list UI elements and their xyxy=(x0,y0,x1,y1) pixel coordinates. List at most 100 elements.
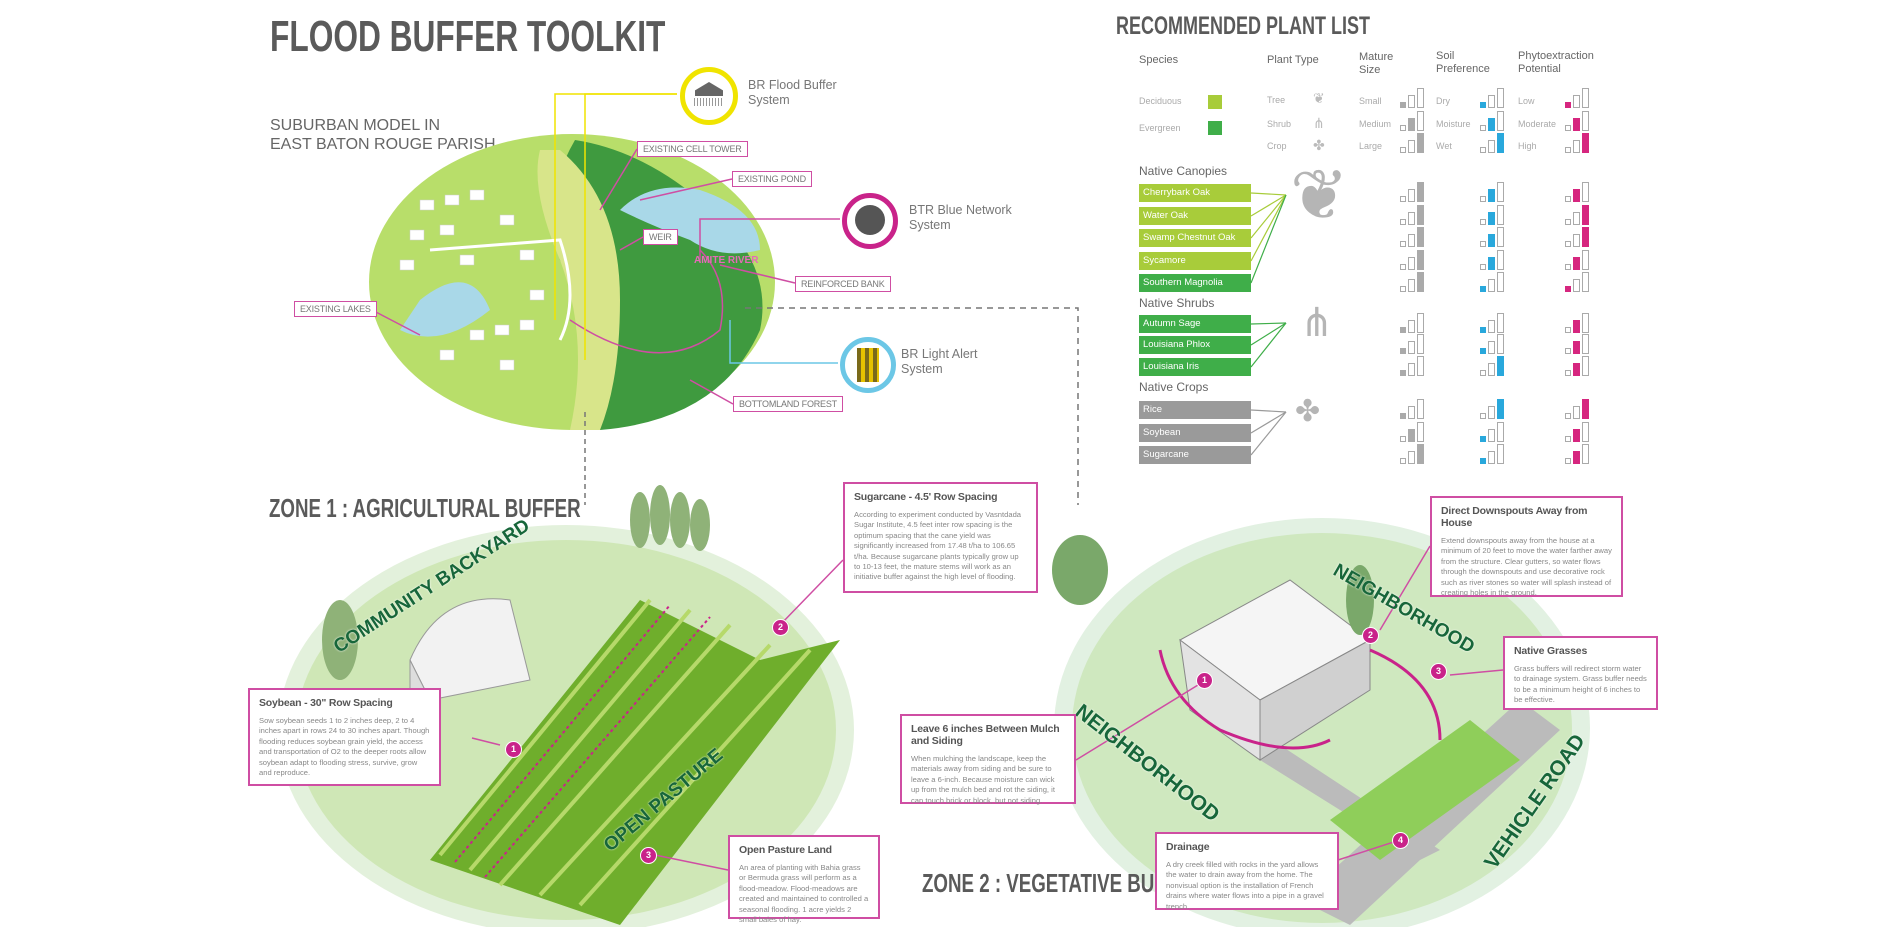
bar-level-2 xyxy=(1488,320,1495,333)
plant-item: Rice xyxy=(1139,401,1251,419)
bar-level-1 xyxy=(1480,219,1486,225)
bar-level-3 xyxy=(1582,399,1589,419)
bar-level-3 xyxy=(1582,227,1589,247)
legend-soil-moisture: Moisture xyxy=(1436,119,1471,129)
legend-size-small: Small xyxy=(1359,96,1382,106)
phytoextraction-bars xyxy=(1565,272,1589,292)
plant-item: Soybean xyxy=(1139,424,1251,442)
bar-level-2 xyxy=(1408,212,1415,225)
soil-preference-bars xyxy=(1480,356,1504,376)
marker-4: 4 xyxy=(1392,832,1409,849)
tag-bottomland-forest: BOTTOMLAND FOREST xyxy=(733,396,843,412)
legend-evergreen: Evergreen xyxy=(1139,123,1181,133)
bar-level-2 xyxy=(1408,279,1415,292)
marker-2: 2 xyxy=(772,619,789,636)
legend-deciduous: Deciduous xyxy=(1139,96,1182,106)
connector-lines xyxy=(371,93,1079,505)
bar-level-3 xyxy=(1417,422,1424,442)
plant-connector xyxy=(1250,194,1287,217)
bar-level-1 xyxy=(1565,219,1571,225)
bar-level-1 xyxy=(1400,125,1406,131)
soil-preference-bars xyxy=(1480,227,1504,247)
bar-level-3 xyxy=(1497,356,1504,376)
bar-level-2 xyxy=(1573,95,1580,108)
bar-level-3 xyxy=(1582,272,1589,292)
bar-level-3 xyxy=(1417,399,1424,419)
phytoextraction-bars xyxy=(1565,205,1589,225)
bar-level-3 xyxy=(1417,205,1424,225)
bar-level-2 xyxy=(1573,341,1580,354)
bar-level-3 xyxy=(1497,399,1504,419)
mature-size-bars xyxy=(1400,272,1424,292)
bar-level-2 xyxy=(1488,189,1495,202)
bar-level-3 xyxy=(1582,88,1589,108)
mature-size-bars xyxy=(1400,205,1424,225)
legend-phyto-moderate: Moderate xyxy=(1518,119,1557,129)
legend-tree: Tree xyxy=(1267,95,1286,105)
bar-level-2 xyxy=(1573,257,1580,270)
bar-level-3 xyxy=(1582,250,1589,270)
legend-size-large: Large xyxy=(1359,141,1383,151)
legend-soil-wet: Wet xyxy=(1436,141,1452,151)
tag-lakes: EXISTING LAKES xyxy=(294,301,377,317)
shrub-icon: ⋔ xyxy=(1300,301,1334,345)
plant-connector xyxy=(1250,192,1287,196)
bar-level-2 xyxy=(1408,451,1415,464)
mature-size-bars xyxy=(1400,356,1424,376)
plant-item: Sycamore xyxy=(1139,252,1251,270)
marker-3: 3 xyxy=(1430,663,1447,680)
legend-shrub: Shrub xyxy=(1267,119,1292,129)
bar-level-1 xyxy=(1565,286,1571,292)
bar-level-1 xyxy=(1400,286,1406,292)
bar-level-1 xyxy=(1480,436,1486,442)
bar-level-1 xyxy=(1565,196,1571,202)
legend-phyto-bars xyxy=(1565,133,1589,153)
bar-level-3 xyxy=(1417,356,1424,376)
bar-level-2 xyxy=(1408,429,1415,442)
bar-level-3 xyxy=(1582,205,1589,225)
bar-level-3 xyxy=(1497,334,1504,354)
plant-item: Sugarcane xyxy=(1139,446,1251,464)
marker-1: 1 xyxy=(505,741,522,758)
bar-level-1 xyxy=(1400,147,1406,153)
bar-level-3 xyxy=(1582,444,1589,464)
plant-item: Southern Magnolia xyxy=(1139,274,1251,292)
mature-size-bars xyxy=(1400,313,1424,333)
bar-level-2 xyxy=(1488,234,1495,247)
bar-level-1 xyxy=(1480,370,1486,376)
legend-size-medium: Medium xyxy=(1359,119,1392,129)
legend-soil-dry: Dry xyxy=(1436,96,1450,106)
bar-level-2 xyxy=(1408,140,1415,153)
bar-level-1 xyxy=(1480,348,1486,354)
bar-level-1 xyxy=(1565,370,1571,376)
shrub-icon: ⋔ xyxy=(1313,115,1325,131)
bar-level-2 xyxy=(1573,320,1580,333)
bar-level-2 xyxy=(1573,429,1580,442)
bar-level-2 xyxy=(1488,140,1495,153)
plant-connector xyxy=(1250,322,1287,346)
bar-level-1 xyxy=(1480,413,1486,419)
soil-preference-bars xyxy=(1480,250,1504,270)
bar-level-2 xyxy=(1488,95,1495,108)
mature-size-bars xyxy=(1400,334,1424,354)
legend-size-bars xyxy=(1400,133,1424,153)
phytoextraction-bars xyxy=(1565,182,1589,202)
group-crop-heading: Native Crops xyxy=(1139,380,1209,394)
tag-pond: EXISTING POND xyxy=(732,171,812,187)
plant-connector xyxy=(1250,322,1287,368)
bar-level-2 xyxy=(1488,406,1495,419)
plant-connector xyxy=(1250,194,1287,239)
group-shrub-heading: Native Shrubs xyxy=(1139,296,1215,310)
tree-icon: ❦ xyxy=(1290,156,1349,234)
soil-preference-bars xyxy=(1480,182,1504,202)
soil-preference-bars xyxy=(1480,205,1504,225)
plant-item: Swamp Chestnut Oak xyxy=(1139,229,1251,247)
phytoextraction-bars xyxy=(1565,356,1589,376)
suburban-map xyxy=(369,134,775,430)
bar-level-3 xyxy=(1417,250,1424,270)
bar-level-1 xyxy=(1400,413,1406,419)
bar-level-3 xyxy=(1582,356,1589,376)
